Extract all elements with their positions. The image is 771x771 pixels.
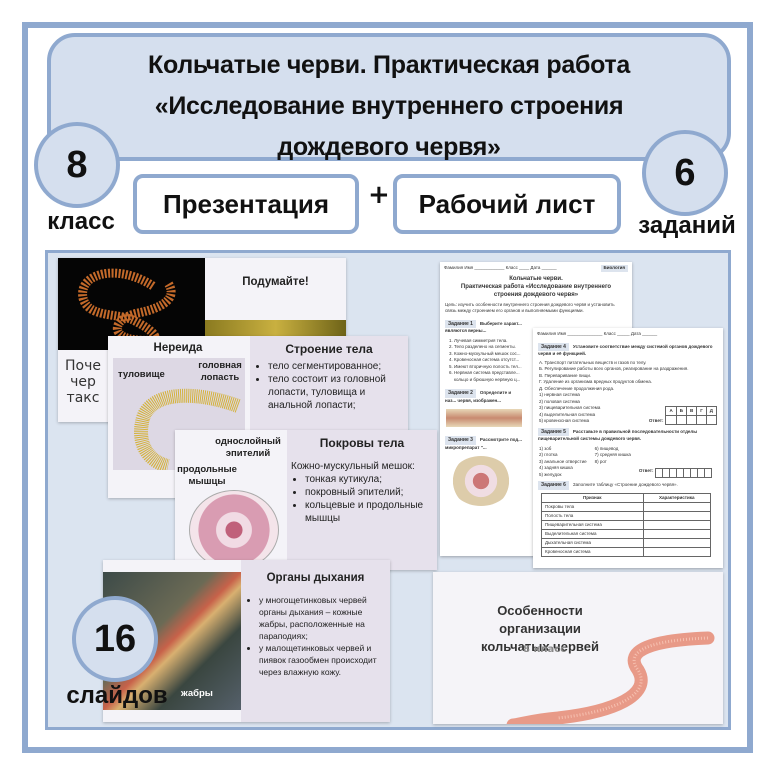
tasks-badge: 6 [642, 130, 728, 216]
goal: Цель: изучить особенности внутреннего ст… [445, 301, 615, 314]
micro-image [450, 456, 512, 506]
label-head-lobe: головная лопасть [198, 360, 242, 383]
cover-subtitle: 8 класс [523, 644, 567, 655]
label-trunk: туловище [118, 369, 165, 380]
grade-value: 8 [66, 143, 88, 186]
slide-title: Нереида [153, 342, 203, 354]
polychaete-image [58, 258, 205, 350]
bullet: у малощетинковых червей и пиявок газообм… [259, 642, 384, 678]
cover-title-line: Особенности организации [497, 603, 583, 636]
bullet: кольцевые и продольные мышцы [305, 499, 433, 525]
ws-title-line: Кольчатые черви. [509, 275, 563, 282]
bullet: у многощетинковых червей органы дыхания … [259, 594, 384, 642]
label-muscles: продольные мышцы [177, 464, 237, 487]
subject-tag: Биология [600, 265, 628, 272]
bullet: тонкая кутикула; [305, 473, 433, 486]
ws-title-line: строения дождевого червя» [493, 291, 579, 298]
ws-title-line: Практическая работа «Исследование внутре… [460, 283, 612, 290]
slide-title-cover: Особенности организации кольчатых червей… [433, 572, 723, 724]
bullet: тело состоит из головной лопасти, тулови… [268, 373, 404, 412]
worksheet-page-2: Фамилия Имя ______________ Класс _____ Д… [533, 328, 723, 568]
plus-sign: + [368, 180, 390, 210]
title-line: «Исследование внутреннего строения [154, 92, 624, 120]
label-epithelium: однослойный эпителий [215, 436, 281, 459]
subtitle: Кожно-мускульный мешок: [291, 461, 415, 472]
worm-section-image [446, 409, 522, 427]
slide-title: Подумайте! [242, 276, 309, 288]
tasks-value: 6 [674, 151, 696, 194]
title-banner: Кольчатые черви. Практическая работа «Ис… [47, 33, 731, 161]
earthworm-image [506, 631, 715, 724]
cross-section-image [189, 490, 279, 570]
slide-right-title: Строение тела [285, 342, 373, 356]
label-gills: жабры [181, 688, 213, 699]
bullet: покровный эпителий; [305, 486, 433, 499]
grade-badge: 8 [34, 122, 120, 208]
slide-right-title: Органы дыхания [266, 572, 365, 584]
slide-right-title: Покровы тела [319, 436, 405, 450]
tasks-label: заданий [638, 212, 736, 239]
worksheet-label: Рабочий лист [393, 174, 621, 234]
slide-body-cover: однослойный эпителий продольные мышцы По… [175, 430, 437, 570]
slides-label: слайдов [66, 682, 168, 709]
slides-value: 16 [93, 617, 137, 660]
cover-title-line: кольчатых червей [481, 639, 599, 654]
grade-label: класс [47, 208, 115, 235]
slide-right: Органы дыхания у многощетинковых червей … [241, 560, 390, 722]
slides-badge: 16 [72, 596, 158, 682]
presentation-label: Презентация [133, 174, 359, 234]
slide-right: Покровы тела Кожно-мускульный мешок: тон… [287, 430, 437, 570]
bullet: тело сегментированное; [268, 360, 404, 373]
title-line: дождевого червя» [277, 133, 501, 161]
title-line: Кольчатые черви. Практическая работа [148, 51, 630, 79]
header-fields: Фамилия Имя ____________ Класс ____ Дата… [444, 265, 557, 270]
header-fields: Фамилия Имя ______________ Класс _____ Д… [537, 331, 658, 336]
